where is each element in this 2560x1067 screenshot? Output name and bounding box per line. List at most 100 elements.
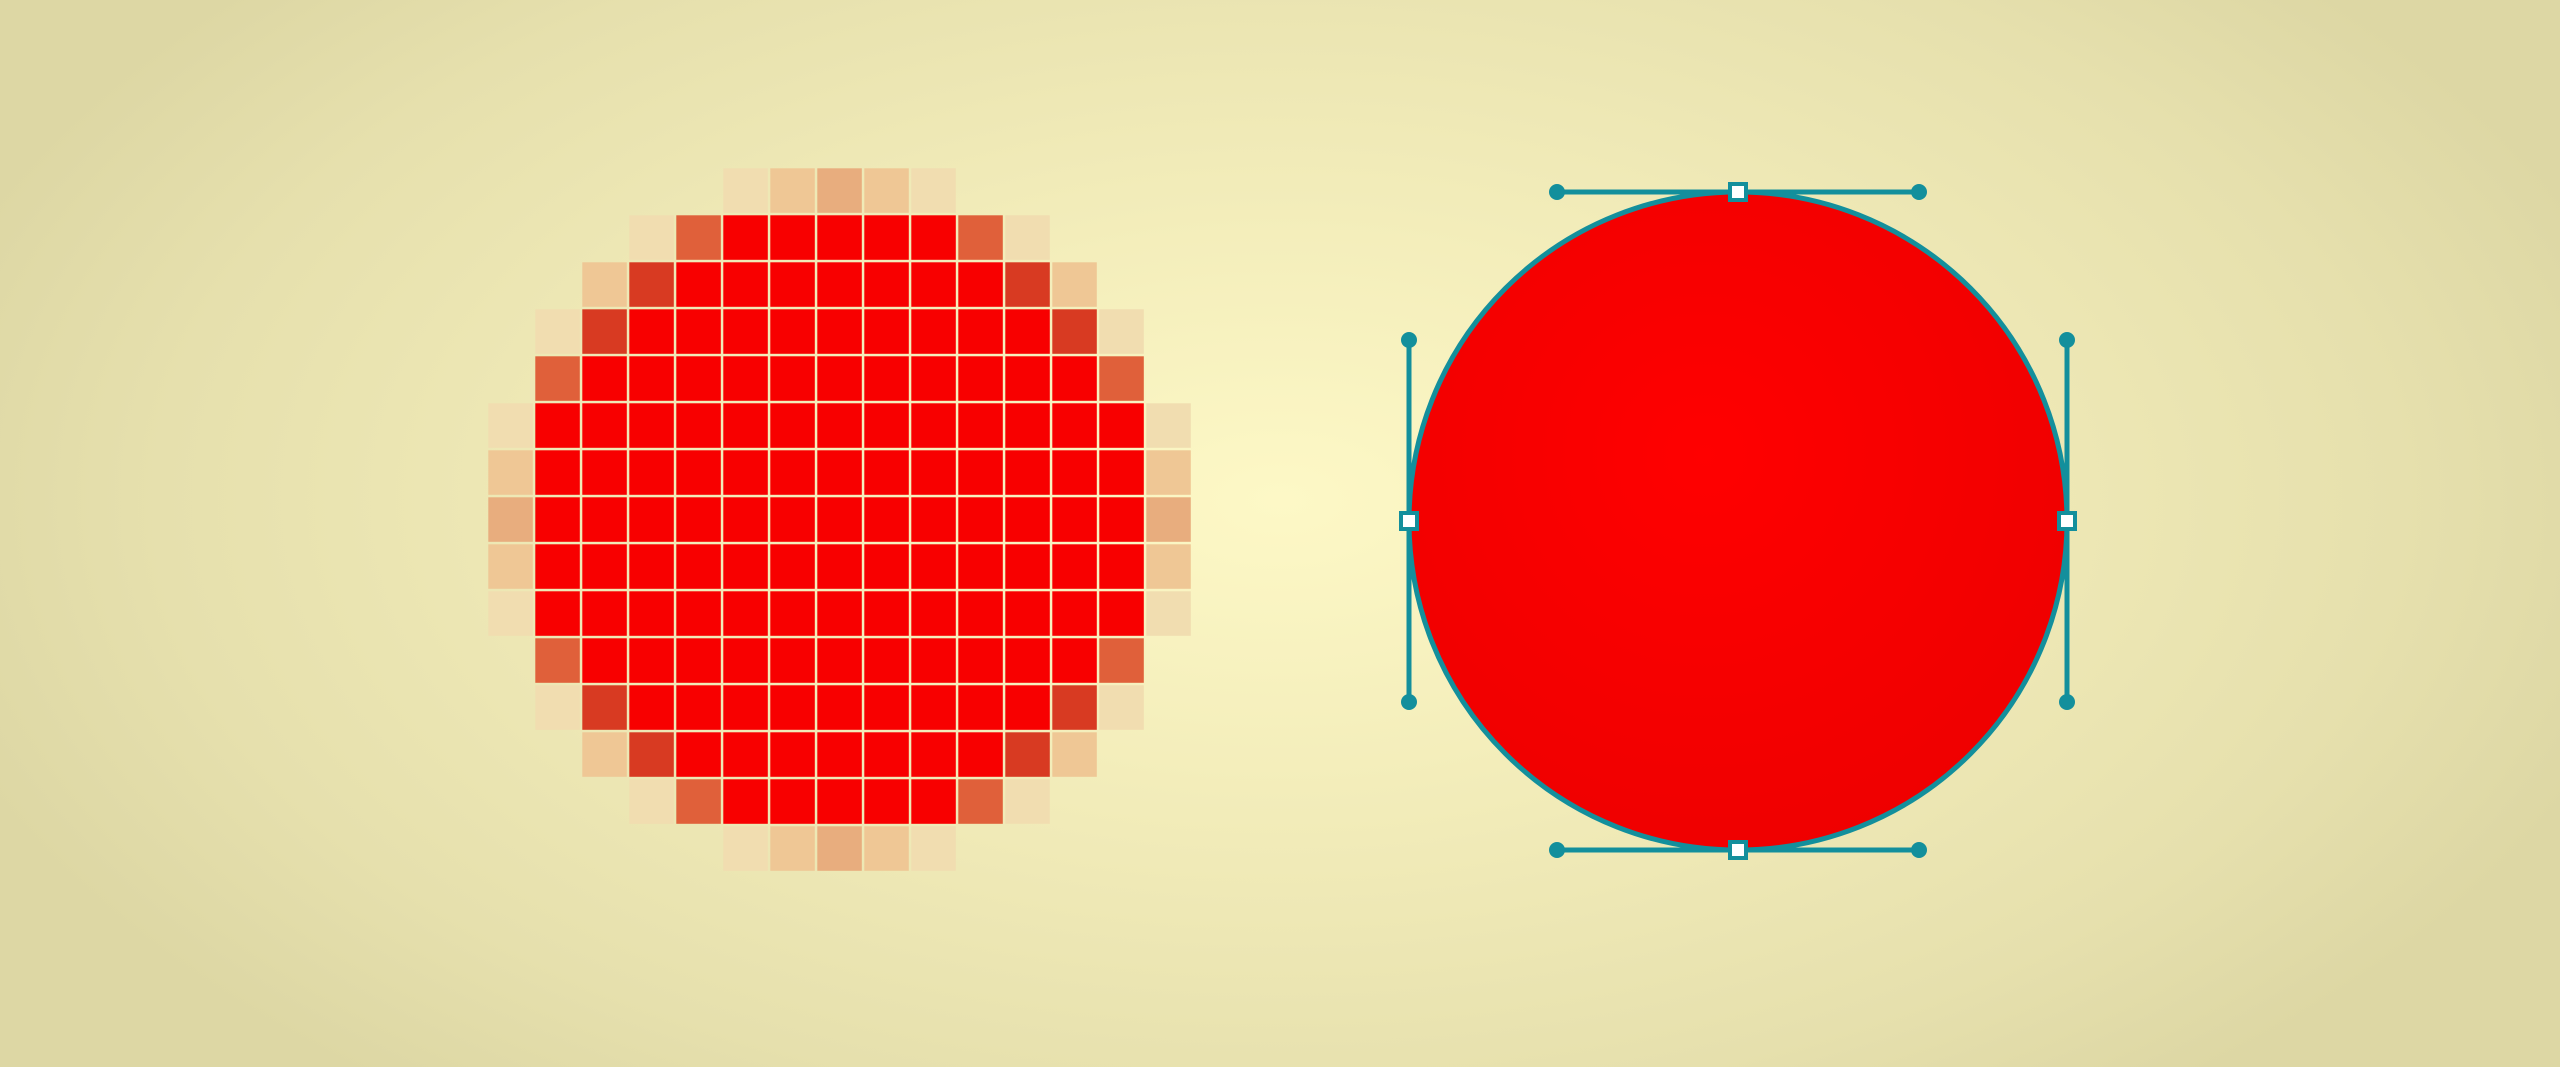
raster-pixel [958,497,1003,542]
raster-pixel [1005,309,1050,354]
raster-pixel [1052,356,1097,401]
raster-pixel [1052,638,1097,683]
raster-pixel [817,544,862,589]
raster-pixel [911,403,956,448]
raster-pixel [676,591,721,636]
raster-pixel [958,732,1003,777]
raster-pixel [488,403,533,448]
raster-pixel [1005,544,1050,589]
raster-pixel [770,215,815,260]
raster-pixel [535,309,580,354]
raster-pixel [864,356,909,401]
raster-pixel [864,262,909,307]
raster-pixel [958,309,1003,354]
raster-pixel [629,356,674,401]
raster-pixel [817,732,862,777]
raster-pixel [958,450,1003,495]
raster-pixel [1005,732,1050,777]
raster-pixel [958,638,1003,683]
raster-pixel [864,591,909,636]
raster-pixel [1052,591,1097,636]
raster-pixel [817,215,862,260]
raster-pixel [1005,685,1050,730]
raster-pixel [770,779,815,824]
raster-pixel [723,262,768,307]
raster-pixel [817,685,862,730]
raster-pixel [629,638,674,683]
raster-pixel [817,779,862,824]
raster-pixel [864,168,909,213]
raster-pixel [1099,685,1144,730]
raster-pixel [770,356,815,401]
raster-pixel [1099,450,1144,495]
raster-pixel [723,215,768,260]
raster-pixel [770,309,815,354]
raster-pixel [582,309,627,354]
raster-pixel [817,403,862,448]
raster-pixel [535,591,580,636]
raster-pixel [629,685,674,730]
raster-pixel [817,826,862,871]
raster-pixel [582,497,627,542]
raster-pixel [1005,403,1050,448]
raster-pixel [723,638,768,683]
anchor-point-top [1728,182,1748,202]
raster-pixel [864,309,909,354]
raster-pixel [535,685,580,730]
raster-pixel [1146,544,1191,589]
raster-pixel [1099,497,1144,542]
raster-pixel [958,544,1003,589]
raster-pixel [864,638,909,683]
raster-pixel [723,685,768,730]
raster-pixel [817,309,862,354]
raster-pixel [676,403,721,448]
raster-pixel [911,544,956,589]
raster-pixel [770,544,815,589]
raster-pixel [911,356,956,401]
raster-pixel [1099,544,1144,589]
raster-pixel [958,779,1003,824]
raster-pixel [911,168,956,213]
raster-pixel [676,544,721,589]
raster-pixel [911,450,956,495]
raster-pixel [770,168,815,213]
raster-pixel [535,544,580,589]
raster-pixel [958,685,1003,730]
raster-pixel [864,497,909,542]
raster-pixel [770,403,815,448]
raster-pixel [817,638,862,683]
raster-pixel [723,450,768,495]
raster-pixel [1005,450,1050,495]
raster-pixel [629,262,674,307]
raster-pixel [582,732,627,777]
raster-pixel [864,215,909,260]
raster-pixel [911,497,956,542]
raster-pixel [864,826,909,871]
raster-pixel [676,262,721,307]
raster-pixel [1005,356,1050,401]
vector-circle [1406,189,2070,853]
raster-pixel [535,450,580,495]
bezier-control-point-left-2 [1401,694,1417,710]
raster-pixel [629,591,674,636]
raster-pixel [488,450,533,495]
raster-pixel [488,497,533,542]
raster-pixel [958,215,1003,260]
raster-pixel [676,450,721,495]
raster-pixel [676,685,721,730]
raster-pixel [817,168,862,213]
bezier-control-point-bottom-2 [1911,842,1927,858]
raster-pixel [770,591,815,636]
raster-pixel [582,638,627,683]
raster-pixel [1052,685,1097,730]
raster-pixel [958,591,1003,636]
raster-pixel [723,732,768,777]
raster-pixel [1146,591,1191,636]
raster-pixel [1005,497,1050,542]
raster-pixel [864,450,909,495]
raster-pixel [817,591,862,636]
raster-pixel [1052,497,1097,542]
raster-pixel [1146,497,1191,542]
anchor-point-bottom [1728,840,1748,860]
